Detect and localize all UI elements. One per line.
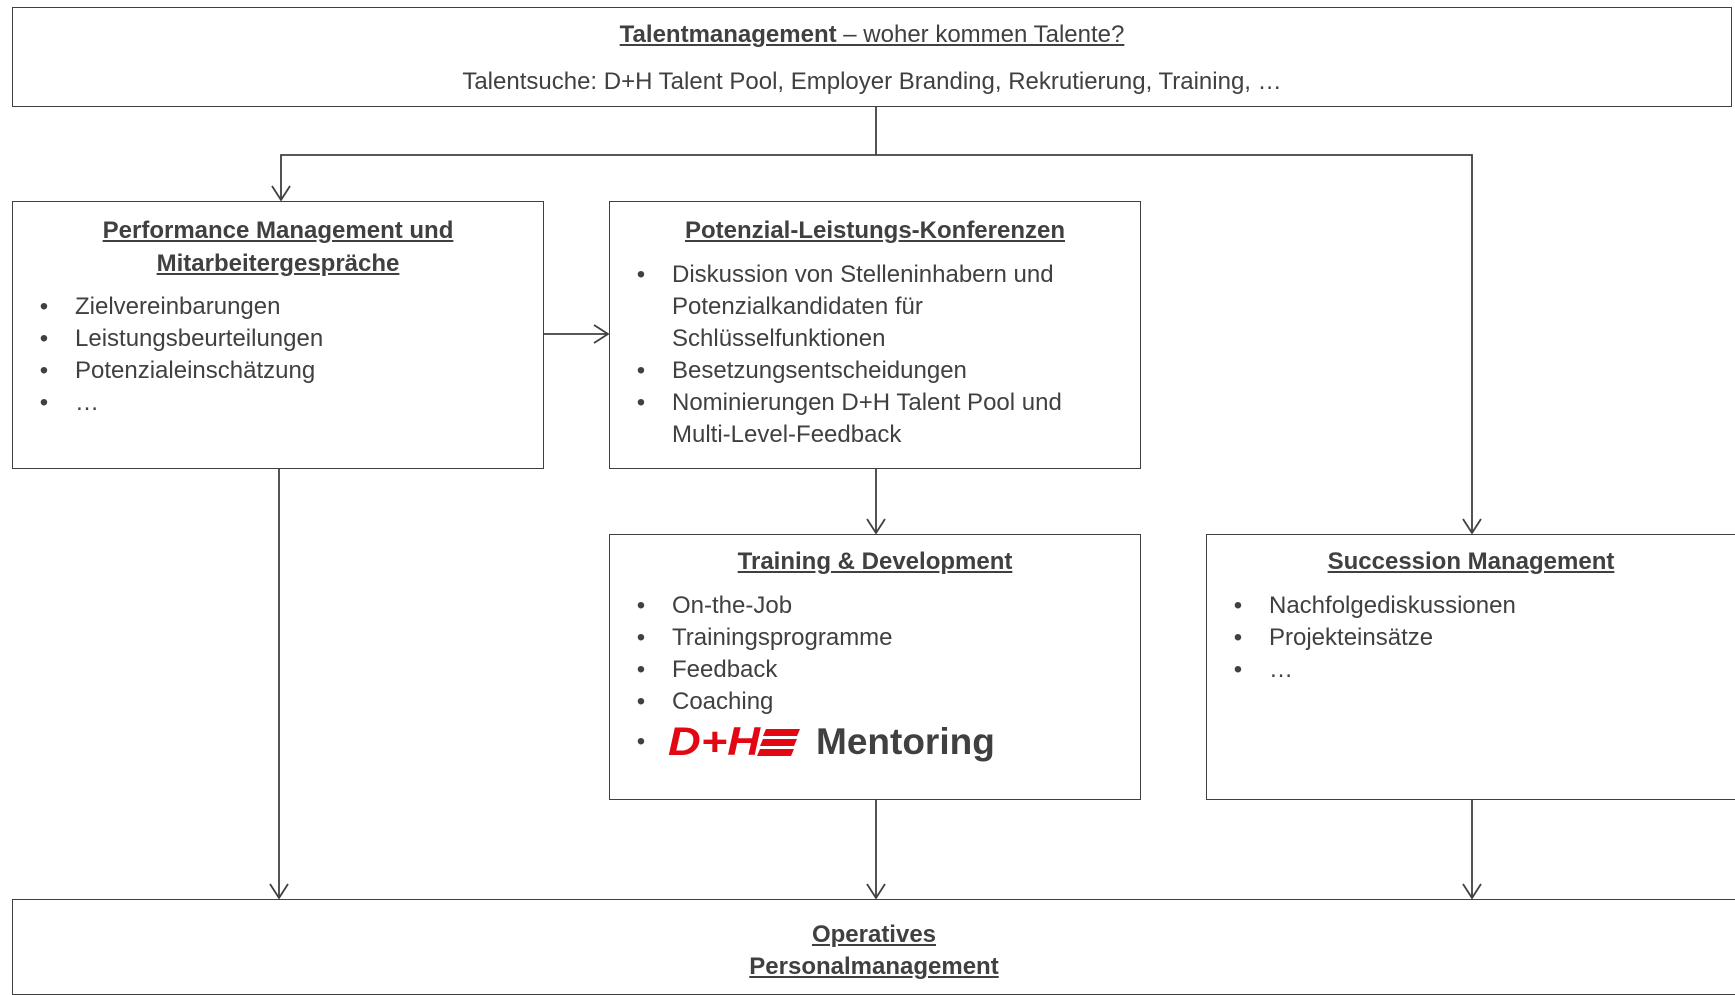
list-item: •Potenzialeinschätzung bbox=[39, 357, 316, 384]
potenzial-konferenzen-title: Potenzial-Leistungs-Konferenzen bbox=[684, 217, 1066, 244]
talent-to-succession-arrow bbox=[876, 154, 1482, 535]
mentoring-label: Mentoring bbox=[816, 721, 995, 762]
list-item: •Coaching bbox=[636, 688, 774, 715]
operatives-personalmanagement-box: Operatives Personalmanagement bbox=[12, 899, 1735, 995]
training-development-title: Training & Development bbox=[737, 548, 1013, 575]
list-item: •Feedback bbox=[636, 656, 778, 683]
dh-logo: D+H bbox=[668, 722, 800, 762]
dh-logo-letters: D+H bbox=[668, 722, 761, 762]
list-item: •Leistungsbeurteilungen bbox=[39, 325, 324, 352]
succession-management-title: Succession Management bbox=[1327, 548, 1615, 575]
list-item: •Trainingsprogramme bbox=[636, 624, 893, 651]
training-development-list: •On-the-Job •Trainingsprogramme •Feedbac… bbox=[610, 590, 1140, 764]
list-item: •Projekteinsätze bbox=[1233, 624, 1434, 651]
succession-management-list: •Nachfolgediskussionen •Projekteinsätze … bbox=[1207, 590, 1735, 686]
operatives-personalmanagement-title: Operatives Personalmanagement bbox=[749, 921, 999, 980]
talentmanagement-title: Talentmanagement – woher kommen Talente? bbox=[619, 21, 1125, 48]
list-item: •… bbox=[39, 389, 99, 416]
training-development-box: Training & Development •On-the-Job •Trai… bbox=[609, 534, 1141, 800]
dh-logo-stripes bbox=[757, 729, 800, 756]
performance-management-box: Performance Management und Mitarbeiterge… bbox=[12, 201, 544, 469]
dh-logo-text: D+H bbox=[668, 722, 761, 762]
list-item: •… bbox=[1233, 656, 1293, 683]
list-item: •Zielvereinbarungen bbox=[39, 293, 281, 320]
talent-to-performance-arrow bbox=[271, 154, 876, 202]
succession-management-box: Succession Management •Nachfolgediskussi… bbox=[1206, 534, 1735, 800]
talentmanagement-box: Talentmanagement – woher kommen Talente?… bbox=[12, 7, 1732, 107]
list-item: •On-the-Job bbox=[636, 592, 793, 619]
potenzial-konferenzen-box: Potenzial-Leistungs-Konferenzen • Diskus… bbox=[609, 201, 1141, 469]
performance-management-title: Performance Management und Mitarbeiterge… bbox=[102, 217, 454, 277]
performance-management-list: •Zielvereinbarungen •Leistungsbeurteilun… bbox=[13, 291, 543, 419]
talentmanagement-subtitle: Talentsuche: D+H Talent Pool, Employer B… bbox=[462, 68, 1282, 95]
mentoring-item: • D+H Mentoring bbox=[636, 721, 995, 762]
list-item: • Besetzungsentscheidungen bbox=[636, 357, 967, 384]
list-item: •Nachfolgediskussionen bbox=[1233, 592, 1516, 619]
